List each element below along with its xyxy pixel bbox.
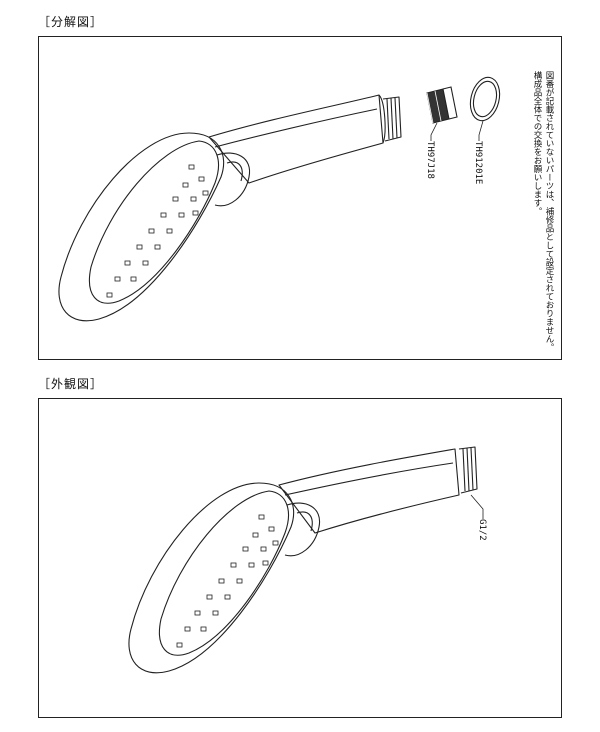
- ring-leader: [478, 120, 484, 141]
- nozzle-array: [106, 164, 209, 298]
- ring-part-code: TH91201E: [473, 141, 483, 185]
- shower-handle: [208, 94, 384, 184]
- note-line-2: 構成品全体での交換をお願いします。: [532, 71, 542, 216]
- exploded-view-title: ［分解図］: [38, 15, 104, 29]
- nozzle-array: [176, 514, 279, 648]
- cartridge-part-code: TH97J18: [425, 141, 435, 179]
- cartridge-part: [426, 86, 458, 124]
- shower-handle: [278, 448, 460, 534]
- thread-leader: [470, 494, 484, 519]
- exterior-view-title: ［外観図］: [38, 377, 104, 391]
- thread-size-label: G1/2: [477, 519, 487, 541]
- exploded-shower-drawing: [58, 76, 501, 322]
- ring-part: [469, 76, 501, 122]
- shower-head: [58, 132, 225, 322]
- exterior-view-panel: G1/2: [38, 398, 562, 718]
- cartridge-leader: [430, 122, 438, 141]
- exterior-shower-drawing: [128, 446, 484, 674]
- note-line-1: 図番が記載されていないパーツは、補修品として設定されておりません。: [544, 71, 554, 352]
- exploded-view-panel: TH97J18 TH91201E 図番が記載されていないパーツは、補修品として設…: [38, 36, 562, 360]
- shower-head: [128, 482, 295, 674]
